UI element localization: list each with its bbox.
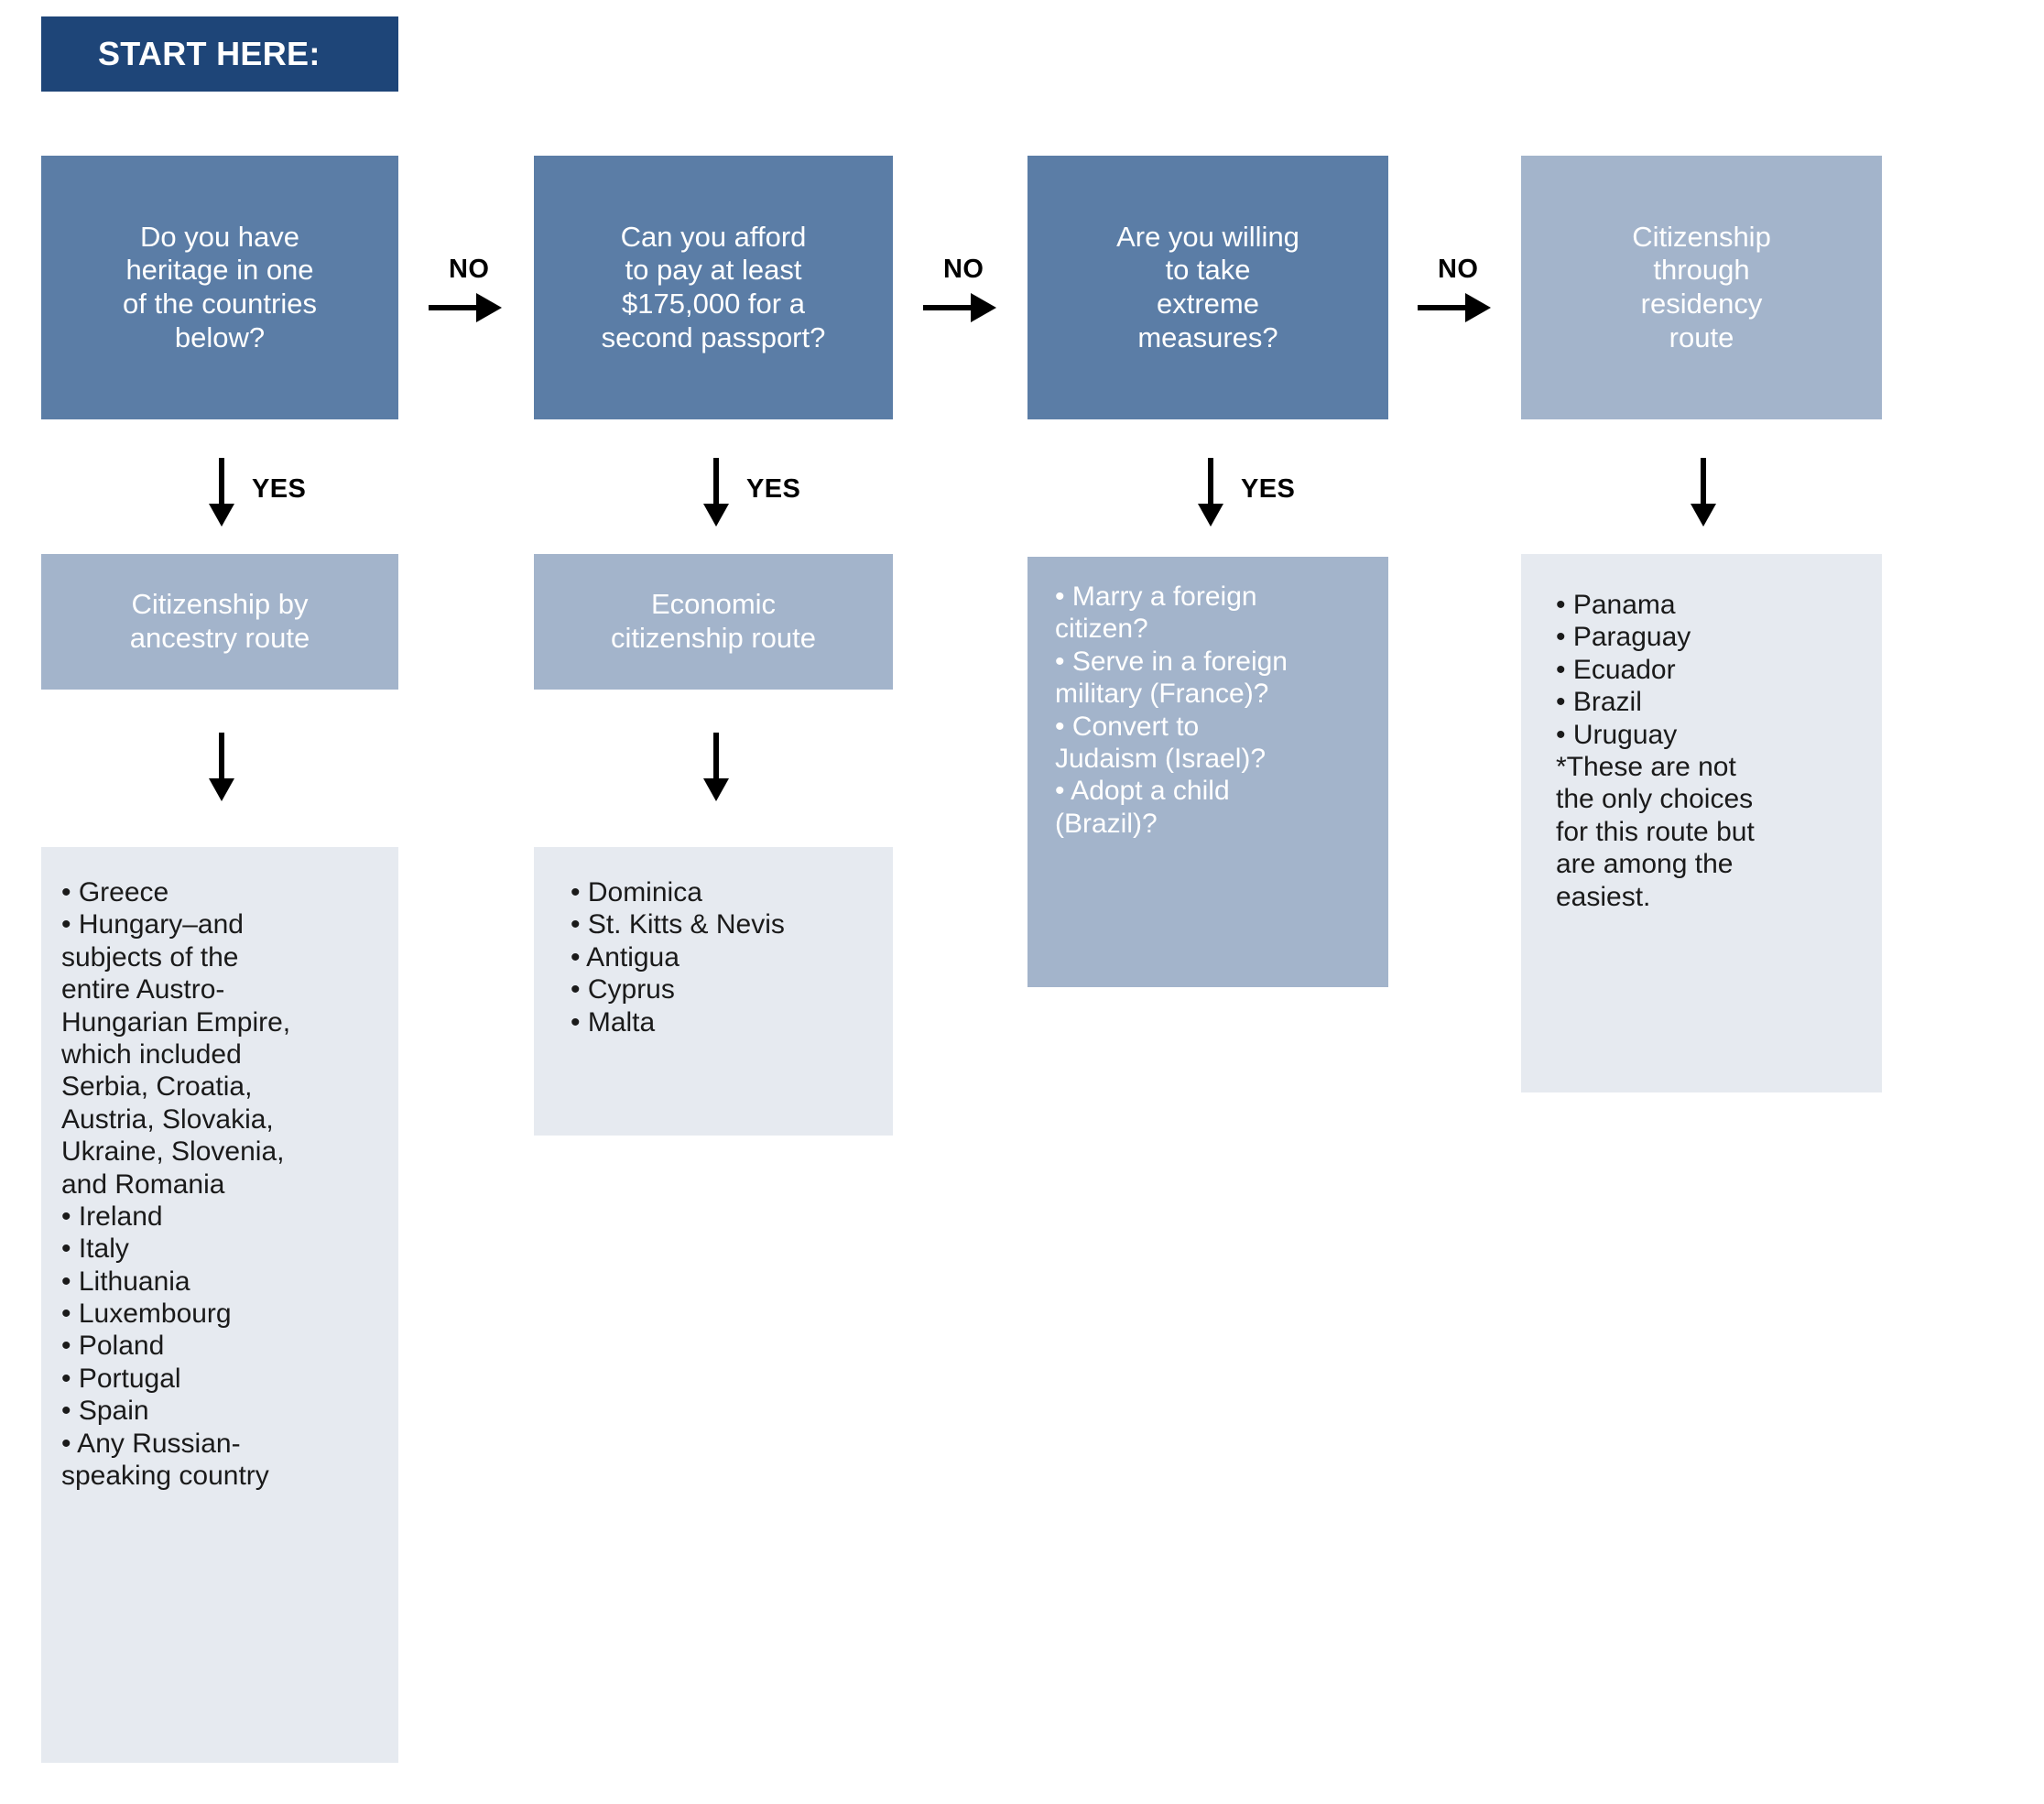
arrow-down-ancestry-icon: [203, 733, 240, 801]
arrow-shaft: [219, 733, 224, 782]
outcome-box-residency-route[interactable]: Citizenship through residency route: [1521, 156, 1882, 419]
list-box-extreme-measures: • Marry a foreign citizen? • Serve in a …: [1027, 557, 1388, 987]
arrow-shaft: [923, 305, 976, 310]
list-box-residency-countries: • Panama • Paraguay • Ecuador • Brazil •…: [1521, 554, 1882, 1092]
arrow-shaft: [429, 305, 482, 310]
list-box-extreme-measures-text: • Marry a foreign citizen? • Serve in a …: [1055, 581, 1288, 839]
start-here-label: START HERE:: [98, 35, 321, 72]
arrow-down-yes-2-icon: [698, 458, 734, 527]
start-here-banner: START HERE:: [41, 16, 398, 92]
edge-label-no-2: NO: [943, 255, 984, 284]
edge-label-yes-2: YES: [746, 474, 801, 504]
question-box-extreme-measures-text: Are you willing to take extreme measures…: [1116, 220, 1299, 353]
arrow-shaft: [713, 733, 719, 782]
outcome-box-economic-route[interactable]: Economic citizenship route: [534, 554, 893, 690]
question-box-afford[interactable]: Can you afford to pay at least $175,000 …: [534, 156, 893, 419]
arrow-down-residency-icon: [1685, 458, 1722, 527]
arrow-head: [1691, 504, 1716, 527]
arrow-right-no-2-icon: [923, 293, 996, 322]
arrow-down-economic-icon: [698, 733, 734, 801]
arrow-shaft: [713, 458, 719, 507]
question-box-heritage[interactable]: Do you have heritage in one of the count…: [41, 156, 398, 419]
arrow-shaft: [1418, 305, 1471, 310]
arrow-head: [209, 778, 234, 801]
question-box-extreme-measures[interactable]: Are you willing to take extreme measures…: [1027, 156, 1388, 419]
outcome-box-ancestry-route-text: Citizenship by ancestry route: [129, 588, 310, 654]
arrow-head: [1465, 293, 1491, 322]
edge-label-yes-3: YES: [1241, 474, 1296, 504]
list-box-economic-countries: • Dominica • St. Kitts & Nevis • Antigua…: [534, 847, 893, 1136]
edge-label-no-1: NO: [449, 255, 490, 284]
arrow-right-no-3-icon: [1418, 293, 1491, 322]
edge-label-no-3: NO: [1438, 255, 1479, 284]
arrow-head: [476, 293, 502, 322]
arrow-right-no-1-icon: [429, 293, 502, 322]
arrow-down-yes-1-icon: [203, 458, 240, 527]
outcome-box-economic-route-text: Economic citizenship route: [610, 588, 816, 654]
arrow-head: [703, 778, 729, 801]
outcome-box-ancestry-route[interactable]: Citizenship by ancestry route: [41, 554, 398, 690]
edge-label-yes-1: YES: [252, 474, 307, 504]
list-box-ancestry-countries: • Greece • Hungary–and subjects of the e…: [41, 847, 398, 1763]
arrow-head: [703, 504, 729, 527]
list-box-residency-countries-text: • Panama • Paraguay • Ecuador • Brazil •…: [1556, 590, 1755, 912]
arrow-head: [971, 293, 996, 322]
arrow-shaft: [1208, 458, 1213, 507]
list-box-economic-countries-text: • Dominica • St. Kitts & Nevis • Antigua…: [571, 877, 785, 1038]
question-box-heritage-text: Do you have heritage in one of the count…: [123, 220, 317, 353]
arrow-shaft: [1701, 458, 1706, 507]
arrow-shaft: [219, 458, 224, 507]
arrow-head: [1198, 504, 1223, 527]
outcome-box-residency-route-text: Citizenship through residency route: [1632, 220, 1771, 353]
list-box-ancestry-countries-text: • Greece • Hungary–and subjects of the e…: [61, 877, 291, 1492]
arrow-head: [209, 504, 234, 527]
question-box-afford-text: Can you afford to pay at least $175,000 …: [601, 220, 826, 353]
arrow-down-yes-3-icon: [1192, 458, 1229, 527]
